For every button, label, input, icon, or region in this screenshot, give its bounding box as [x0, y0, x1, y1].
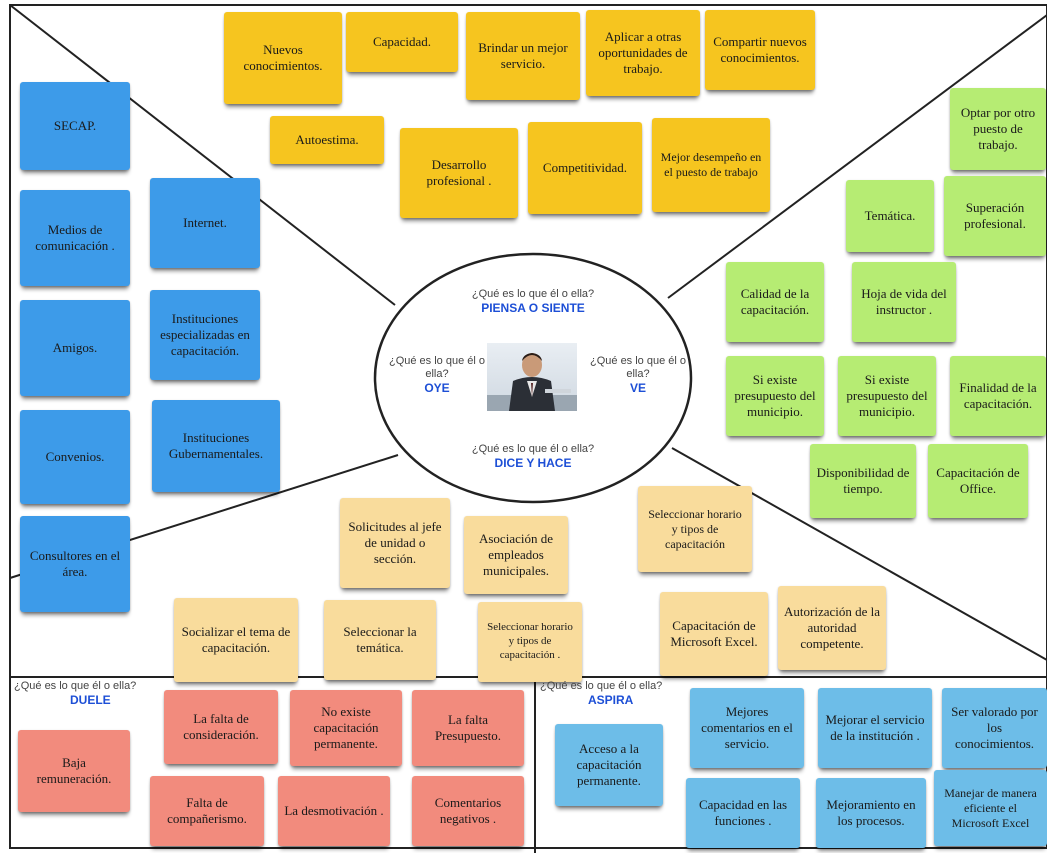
note-dice: Autorización de la autoridad competente.: [778, 586, 886, 670]
note-oye: Amigos.: [20, 300, 130, 396]
note-oye: SECAP.: [20, 82, 130, 170]
note-oye: Convenios.: [20, 410, 130, 504]
note-piensa: Nuevos conocimientos.: [224, 12, 342, 104]
note-dice: Solicitudes al jefe de unidad o sección.: [340, 498, 450, 588]
note-duele: Falta de compañerismo.: [150, 776, 264, 846]
note-aspira: Mejores comentarios en el servicio.: [690, 688, 804, 768]
title-duele: DUELE: [70, 693, 111, 708]
note-dice: Capacitación de Microsoft Excel.: [660, 592, 768, 676]
note-aspira: Ser valorado por los conocimientos.: [942, 688, 1047, 768]
note-oye: Internet.: [150, 178, 260, 268]
note-dice: Asociación de empleados municipales.: [464, 516, 568, 594]
note-duele: No existe capacitación permanente.: [290, 690, 402, 766]
note-oye: Instituciones especializadas en capacita…: [150, 290, 260, 380]
note-piensa: Autoestima.: [270, 116, 384, 164]
note-dice: Seleccionar horario y tipos de capacitac…: [478, 602, 582, 682]
note-oye: Instituciones Gubernamentales.: [152, 400, 280, 492]
note-piensa: Competitividad.: [528, 122, 642, 214]
note-ve: Disponibilidad de tiempo.: [810, 444, 916, 518]
note-ve: Si existe presupuesto del municipio.: [726, 356, 824, 436]
question-piensa-text: ¿Qué es lo que él o ella?: [471, 288, 595, 300]
note-aspira: Mejorar el servicio de la institución .: [818, 688, 932, 768]
title-oye: OYE: [424, 381, 450, 396]
note-aspira: Mejoramiento en los procesos.: [816, 778, 926, 848]
question-ve: ¿Qué es lo que él o ella? VE: [590, 355, 686, 396]
question-dice-text: ¿Qué es lo que él o ella?: [471, 443, 595, 455]
question-duele-text: ¿Qué es lo que él o ella?: [14, 680, 137, 692]
note-dice: Socializar el tema de capacitación.: [174, 598, 298, 682]
note-aspira: Acceso a la capacitación permanente.: [555, 724, 663, 806]
question-ve-text: ¿Qué es lo que él o ella?: [590, 355, 687, 381]
note-aspira: Manejar de manera eficiente el Microsoft…: [934, 770, 1047, 846]
note-piensa: Capacidad.: [346, 12, 458, 72]
note-ve: Superación profesional.: [944, 176, 1046, 256]
note-piensa: Mejor desempeño en el puesto de trabajo: [652, 118, 770, 212]
title-aspira: ASPIRA: [588, 693, 634, 708]
question-aspira: ¿Qué es lo que él o ella? ASPIRA: [540, 680, 690, 708]
question-piensa: ¿Qué es lo que él o ella? PIENSA O SIENT…: [440, 288, 626, 316]
note-oye: Medios de comunicación .: [20, 190, 130, 286]
note-ve: Hoja de vida del instructor .: [852, 262, 956, 342]
note-piensa: Brindar un mejor servicio.: [466, 12, 580, 100]
note-piensa: Compartir nuevos conocimientos.: [705, 10, 815, 90]
question-oye-text: ¿Qué es lo que él o ella?: [388, 355, 485, 381]
question-aspira-text: ¿Qué es lo que él o ella?: [540, 680, 663, 692]
note-duele: La falta Presupuesto.: [412, 690, 524, 766]
note-duele: Baja remuneración.: [18, 730, 130, 812]
note-piensa: Aplicar a otras oportunidades de trabajo…: [586, 10, 700, 96]
note-piensa: Desarrollo profesional .: [400, 128, 518, 218]
note-duele: La falta de consideración.: [164, 690, 278, 764]
note-dice: Seleccionar horario y tipos de capacitac…: [638, 486, 752, 572]
note-ve: Capacitación de Office.: [928, 444, 1028, 518]
title-dice: DICE Y HACE: [494, 456, 572, 471]
title-piensa: PIENSA O SIENTE: [481, 301, 585, 316]
note-duele: Comentarios negativos .: [412, 776, 524, 846]
note-duele: La desmotivación .: [278, 776, 390, 846]
question-duele: ¿Qué es lo que él o ella? DUELE: [14, 680, 164, 708]
note-ve: Temática.: [846, 180, 934, 252]
note-oye: Consultores en el área.: [20, 516, 130, 612]
title-ve: VE: [629, 381, 646, 396]
note-ve: Calidad de la capacitación.: [726, 262, 824, 342]
person-image: [487, 343, 577, 411]
question-dice: ¿Qué es lo que él o ella? DICE Y HACE: [440, 443, 626, 471]
note-aspira: Capacidad en las funciones .: [686, 778, 800, 848]
note-ve: Finalidad de la capacitación.: [950, 356, 1046, 436]
question-oye: ¿Qué es lo que él o ella? OYE: [388, 355, 486, 396]
note-ve: Si existe presupuesto del municipio.: [838, 356, 936, 436]
note-ve: Optar por otro puesto de trabajo.: [950, 88, 1046, 170]
note-dice: Seleccionar la temática.: [324, 600, 436, 680]
